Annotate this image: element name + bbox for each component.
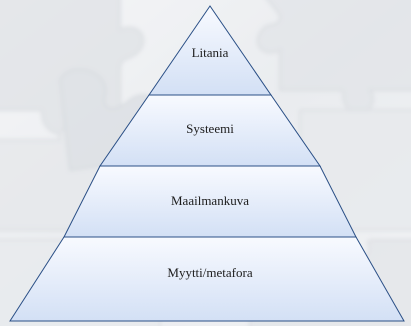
tier-4-shape	[9, 236, 405, 322]
tier-1-label: Litania	[192, 45, 229, 60]
tier-2-label: Systeemi	[186, 121, 234, 136]
tier-3-label: Maailmankuva	[171, 193, 249, 208]
tier-4-label: Myytti/metafora	[167, 265, 252, 280]
